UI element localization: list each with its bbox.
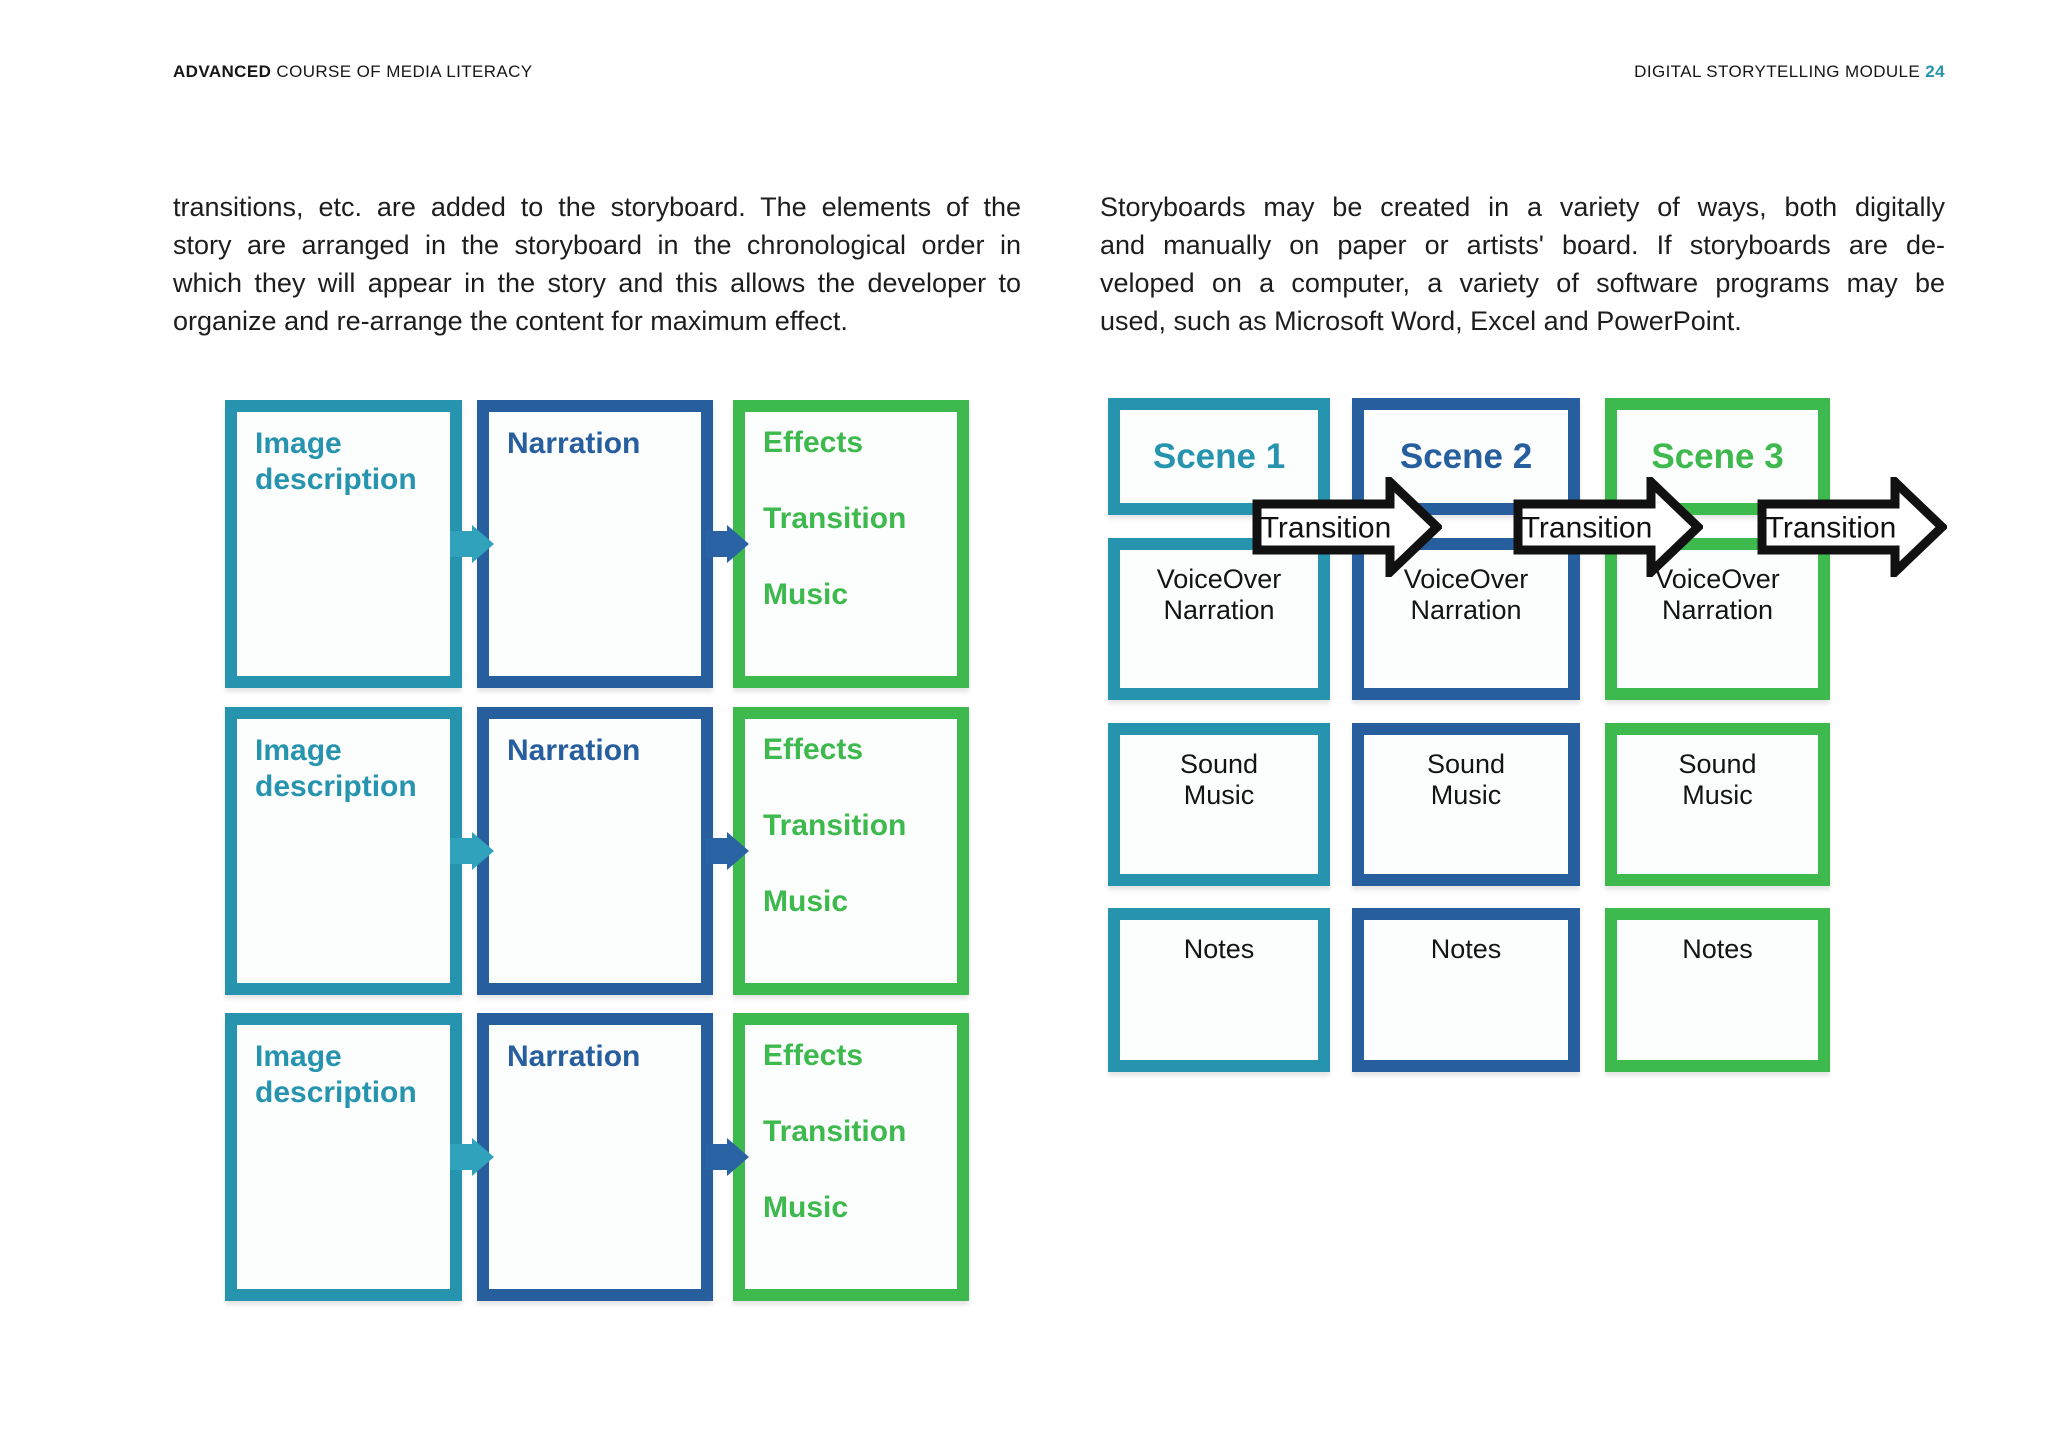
header-left-rest: COURSE OF MEDIA LITERACY	[271, 62, 533, 81]
transition-label: Transition	[1261, 512, 1392, 545]
flow-arrow-icon	[450, 832, 494, 870]
text-line: Music	[1183, 780, 1255, 810]
notes-box-scene-3: Notes	[1605, 908, 1830, 1072]
arrow-head	[727, 525, 749, 563]
arrow-shape	[1757, 471, 1949, 583]
text-line: Music	[763, 885, 849, 918]
scene-3-header-box: Scene 3	[1605, 398, 1830, 515]
header-left: ADVANCED COURSE OF MEDIA LITERACY	[173, 62, 533, 82]
arrow-tail	[450, 1144, 472, 1170]
text-line: veloped on a computer, a variety of soft…	[1100, 268, 1945, 298]
scene-1-header-box: Scene 1	[1108, 398, 1330, 515]
storyboard-box-image-description: Image description	[225, 400, 462, 688]
page-number: 24	[1925, 62, 1945, 81]
text-line: Music	[763, 1191, 849, 1224]
text-line: Storyboards may be created in a variety …	[1100, 192, 1945, 222]
image-description-label: Image description	[255, 427, 417, 496]
text-line: Sound	[1426, 749, 1506, 779]
text-line: Narration	[1661, 595, 1774, 625]
storyboard-box-image-description: Image description	[225, 707, 462, 995]
text-line: VoiceOver	[1156, 564, 1282, 594]
text-line: Transition	[763, 502, 907, 535]
narration-label: Narration	[507, 1040, 641, 1073]
text-line: Effects	[763, 426, 864, 459]
arrow-shape	[1252, 471, 1444, 583]
header-right-title: DIGITAL STORYTELLING MODULE	[1634, 62, 1926, 81]
text-line: Sound	[1179, 749, 1259, 779]
notes-box-scene-1: Notes	[1108, 908, 1330, 1072]
arrow-tail	[705, 1144, 727, 1170]
text-line: Transition	[763, 1115, 907, 1148]
text-line: and manually on paper or artists' board.…	[1100, 230, 1945, 260]
text-line: Effects	[763, 733, 864, 766]
text-line: Notes	[1183, 934, 1255, 964]
paragraph-left: transitions, etc. are added to the story…	[173, 188, 1021, 340]
arrow-head	[727, 832, 749, 870]
arrow-head	[727, 1138, 749, 1176]
text-line: story are arranged in the storyboard in …	[173, 230, 1021, 260]
narration-label: Narration	[507, 427, 641, 460]
flow-arrow-icon	[450, 525, 494, 563]
text-line: Music	[1682, 780, 1753, 810]
flow-arrow-icon	[705, 1138, 749, 1176]
arrow-shape	[1513, 471, 1705, 583]
arrow-head	[472, 525, 494, 563]
text-line: VoiceOver	[1655, 564, 1780, 594]
text-line: Narration	[1410, 595, 1522, 625]
transition-label: Transition	[1766, 512, 1897, 545]
storyboard-box-image-description: Image description	[225, 1013, 462, 1301]
transition-arrow-icon: Transition	[1252, 471, 1444, 583]
text-line: Notes	[1682, 934, 1753, 964]
text-line: Sound	[1678, 749, 1757, 779]
text-line: VoiceOver	[1403, 564, 1529, 594]
image-description-label: Image description	[255, 1040, 417, 1109]
arrow-tail	[450, 531, 472, 557]
header-right: DIGITAL STORYTELLING MODULE 24	[1634, 62, 1945, 82]
scene-3-label: Scene 3	[1651, 436, 1784, 476]
arrow-tail	[705, 838, 727, 864]
text-line: Notes	[1430, 934, 1502, 964]
text-line: Narration	[1163, 595, 1275, 625]
text-line: Effects	[763, 1039, 864, 1072]
flow-arrow-icon	[705, 525, 749, 563]
text-line: transitions, etc. are added to the story…	[173, 192, 1021, 222]
transition-arrow-icon: Transition	[1757, 471, 1949, 583]
paragraph-right: Storyboards may be created in a variety …	[1100, 188, 1945, 340]
arrow-head	[472, 1138, 494, 1176]
scene-1-label: Scene 1	[1152, 436, 1286, 476]
transition-label: Transition	[1522, 512, 1653, 545]
arrow-tail	[450, 838, 472, 864]
notes-box-scene-2: Notes	[1352, 908, 1580, 1072]
image-description-label: Image description	[255, 734, 417, 803]
arrow-head	[472, 832, 494, 870]
header-left-bold: ADVANCED	[173, 62, 272, 81]
storyboard-box-narration: Narration	[477, 707, 713, 995]
text-line: Transition	[763, 809, 907, 842]
narration-label: Narration	[507, 734, 641, 767]
text-line: Music	[1430, 780, 1502, 810]
text-line: which they will appear in the story and …	[173, 268, 1021, 298]
text-line: organize and re-arrange the content for …	[173, 306, 848, 336]
storyboard-box-narration: Narration	[477, 1013, 713, 1301]
arrow-tail	[705, 531, 727, 557]
storyboard-box-narration: Narration	[477, 400, 713, 688]
flow-arrow-icon	[705, 832, 749, 870]
text-line: used, such as Microsoft Word, Excel and …	[1100, 306, 1742, 336]
scene-2-label: Scene 2	[1399, 436, 1533, 476]
flow-arrow-icon	[450, 1138, 494, 1176]
text-line: Music	[763, 578, 849, 611]
transition-arrow-icon: Transition	[1513, 471, 1705, 583]
